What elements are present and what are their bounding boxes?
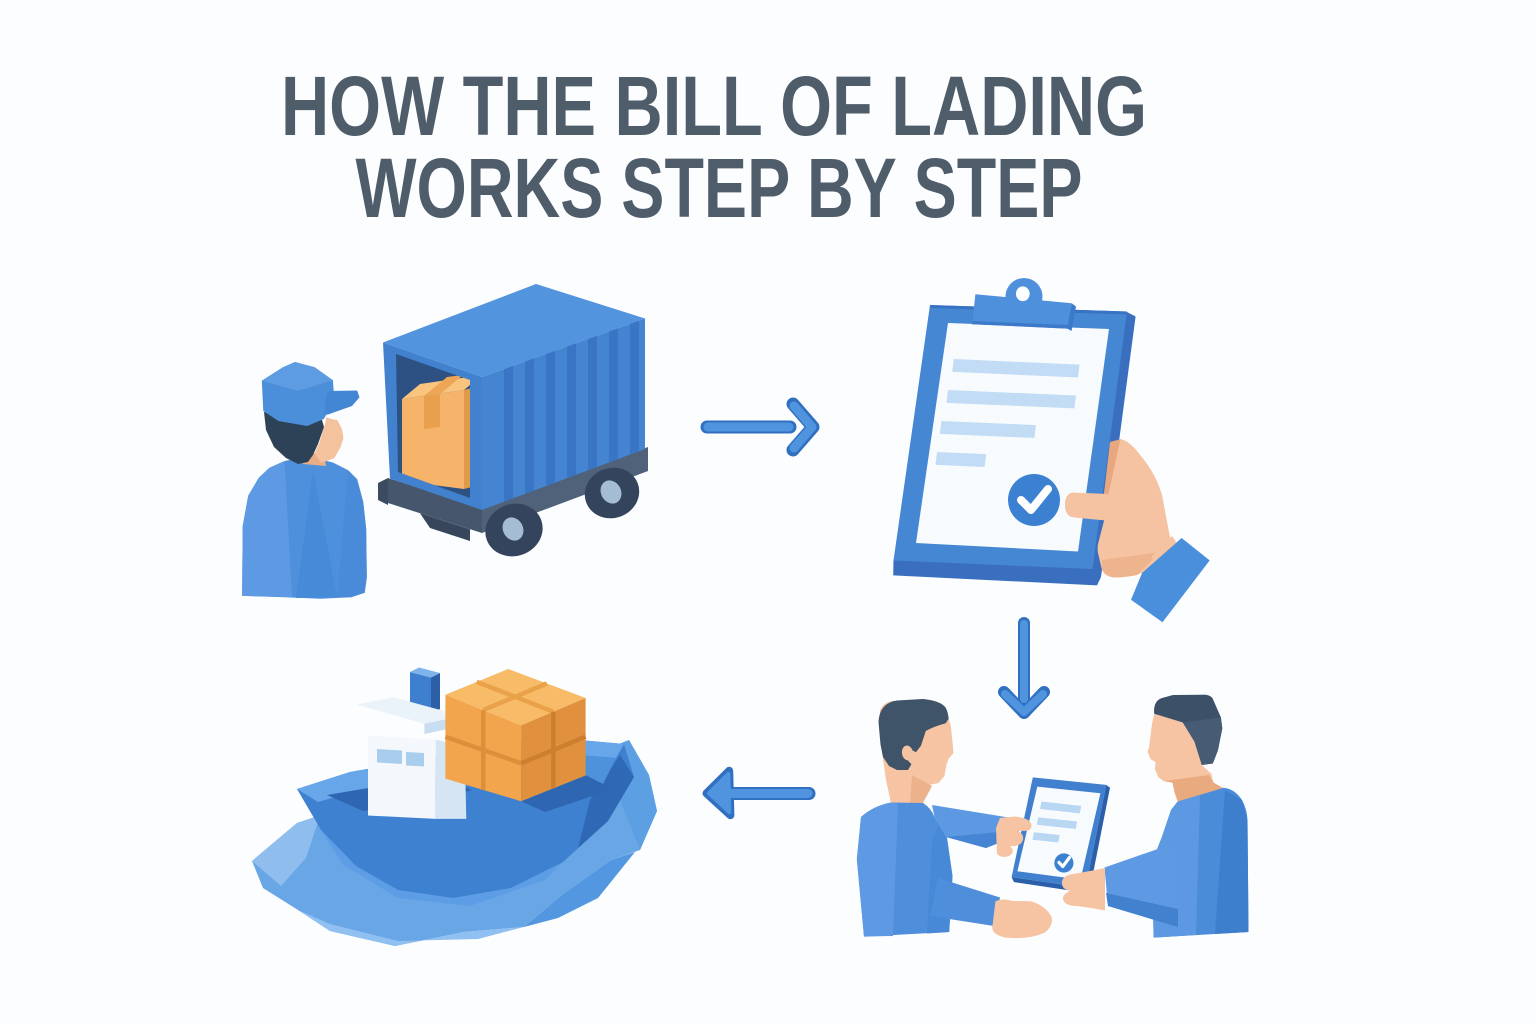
svg-text:WORKS STEP BY STEP: WORKS STEP BY STEP [356, 141, 1083, 235]
svg-text:HOW THE BILL OF LADING: HOW THE BILL OF LADING [281, 59, 1147, 153]
